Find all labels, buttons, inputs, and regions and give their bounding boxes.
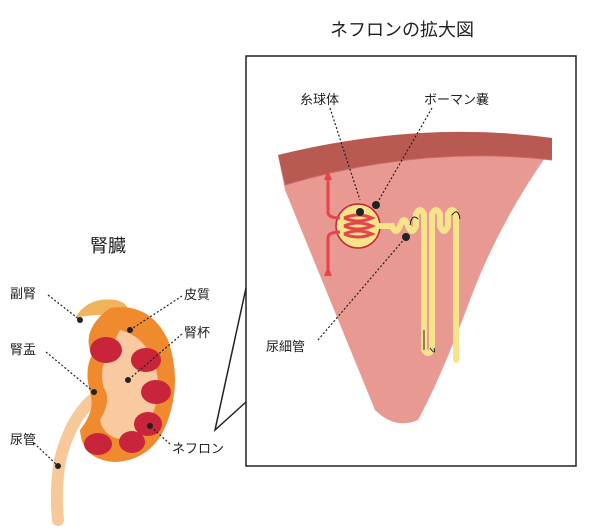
- leader-dots: [55, 201, 410, 469]
- glomerulus-shape: [335, 203, 381, 249]
- kidney-shape: [50, 299, 175, 526]
- zoom-title: ネフロンの拡大図: [330, 20, 474, 41]
- tubule-shape: [377, 207, 459, 363]
- label-calyx: 腎杯: [184, 326, 211, 341]
- leader-lines: [33, 107, 433, 467]
- label-bowman: ボーマン嚢: [424, 93, 490, 108]
- label-glomerulus: 糸球体: [300, 93, 340, 108]
- renal-wedge: [278, 131, 553, 424]
- label-pelvis: 腎盂: [10, 343, 37, 358]
- kidney-title: 腎臓: [90, 236, 126, 257]
- label-cortex: 皮質: [184, 288, 211, 303]
- zoom-callout-line: [213, 287, 247, 433]
- label-ureter: 尿管: [10, 433, 37, 448]
- label-nephron: ネフロン: [172, 442, 225, 457]
- label-adrenal: 副腎: [10, 287, 37, 302]
- label-tubule: 尿細管: [266, 340, 306, 355]
- tubule-arrows: [409, 211, 461, 353]
- arterioles: [324, 170, 341, 276]
